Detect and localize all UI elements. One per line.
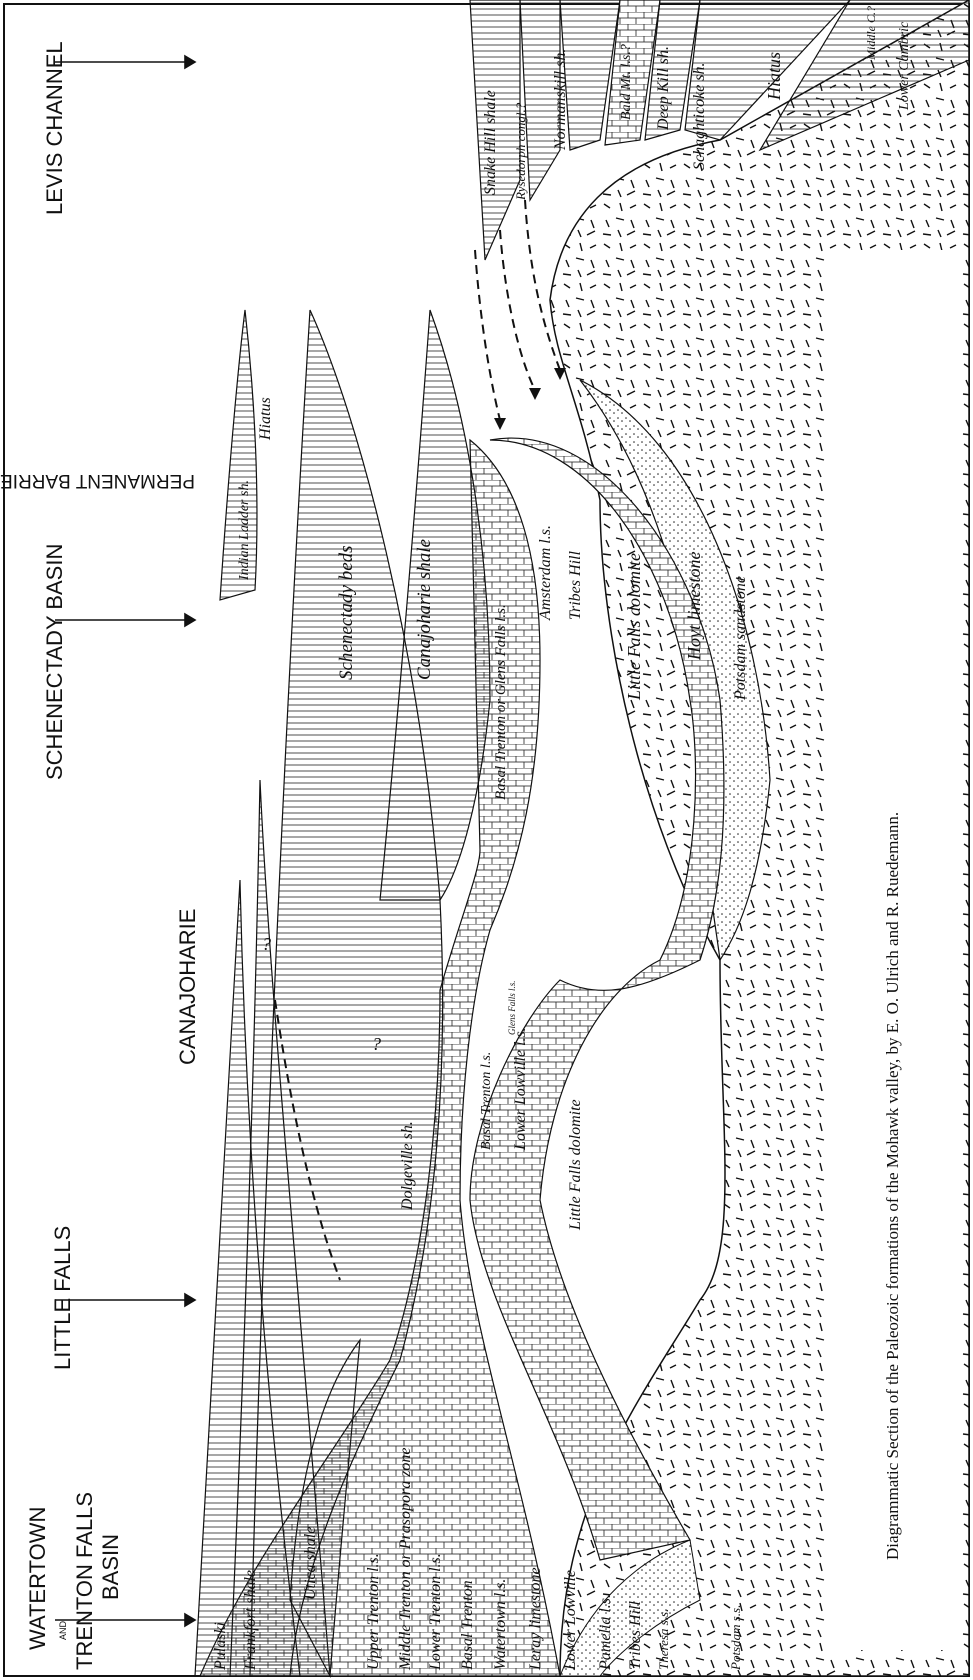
label-potsdam-sandstone: Potsdam sandstone [732, 576, 749, 701]
label-middle-cambric: Middle C.? [864, 6, 878, 61]
label-leray-limestone: Leray limestone [527, 1567, 544, 1671]
heading-permanent-barrier: PERMANENT BARRIER [0, 470, 195, 491]
label-snake-hill: Snake Hill shale [482, 90, 499, 195]
heading-schenectady-basin: SCHENECTADY BASIN [42, 544, 67, 780]
heading-trenton-falls: TRENTON FALLS [72, 1492, 97, 1670]
label-tribes-hill-center: Tribes Hill [567, 551, 584, 620]
label-hiatus-center: Hiatus [257, 397, 274, 441]
heading-levis-channel: LEVIS CHANNEL [42, 41, 67, 215]
heading-little-falls: LITTLE FALLS [50, 1226, 75, 1370]
label-lower-trenton: Lower Trenton l.s. [427, 1553, 444, 1671]
heading-watertown: WATERTOWN [25, 1507, 50, 1650]
label-rysedorph: Rysedorph congl.? [513, 102, 528, 201]
label-hiatus-right: Hiatus [764, 52, 784, 101]
heading-canajoharie: CANAJOHARIE [175, 909, 200, 1065]
label-dolgeville: Dolgeville sh. [399, 1121, 416, 1211]
label-question-1: ? [372, 1034, 381, 1054]
label-frankfort-shale: Frankfort shale [242, 1570, 259, 1671]
label-basal-trenton-mid: Basal Trenton l.s. [479, 1052, 494, 1150]
label-indian-ladder: Indian Ladder sh. [237, 480, 252, 581]
heading-basin: BASIN [98, 1534, 123, 1600]
label-bald-mt: Bald Mt. l.s.? [619, 44, 634, 120]
label-basal-trenton-left: Basal Trenton [459, 1580, 476, 1670]
label-lower-lowville-mid: Lower Lowville l.s. [512, 1027, 529, 1151]
label-upper-trenton: Upper Trenton l.s. [365, 1553, 382, 1670]
label-potsdam-left: Potsdam s.s. [728, 1605, 743, 1671]
label-schenectady-beds: Schenectady beds [336, 545, 357, 680]
label-lower-lowville-left: Lower Lowville [562, 1570, 579, 1671]
label-little-falls-dolomite-mid: Little Falls dolomite [567, 1099, 584, 1231]
label-pulaski: Pulaski [212, 1622, 229, 1671]
figure-caption: Diagrammatic Section of the Paleozoic fo… [883, 812, 902, 1560]
label-tribes-hill-left: Tribes Hill [627, 1601, 644, 1670]
label-deep-kill: Deep Kill sh. [655, 46, 672, 131]
label-utica-shale: Utica shale [302, 1527, 319, 1600]
label-hoyt: Hoyt limestone [684, 552, 704, 661]
label-little-falls-center: Little Falls dolomite [624, 553, 644, 701]
heading-watertown-and: AND [58, 1620, 68, 1640]
label-middle-trenton: Middle Trenton or Prasopora zone [397, 1447, 414, 1671]
label-question-2: ? [262, 934, 271, 954]
label-amsterdam: Amsterdam l.s. [537, 525, 554, 621]
label-canajoharie-shale: Canajoharie shale [414, 539, 435, 680]
label-schaghticoke: Schaghticoke sh. [691, 62, 708, 170]
label-normanskill: Normanskill sh. [552, 49, 569, 151]
label-lower-cambric: Lower Cambric [897, 21, 912, 111]
label-theresa: Theresa s.s. [656, 1609, 671, 1670]
label-pamelia: Pamelia l.s. [597, 1594, 614, 1671]
label-basal-trenton-glens: Basal Trenton or Glens Falls l.s. [493, 604, 509, 800]
label-glens-falls: Glens Falls l.s. [507, 980, 517, 1035]
label-watertown-ls: Watertown l.s. [492, 1579, 509, 1670]
